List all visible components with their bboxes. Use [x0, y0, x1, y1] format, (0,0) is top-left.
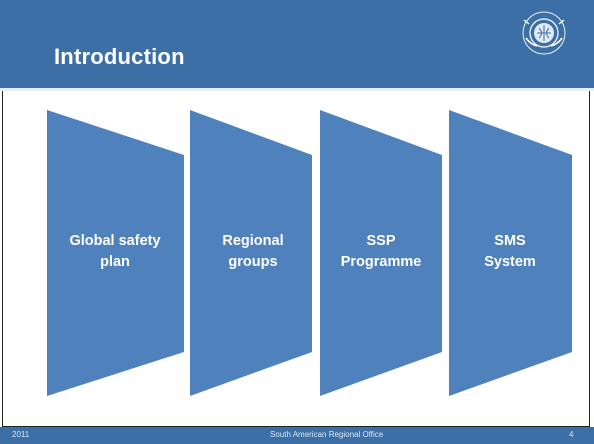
stage-label-line: SSP — [366, 233, 396, 249]
stage-label-regional-groups: Regional groups — [193, 231, 313, 273]
title-bar: Introduction — [0, 0, 594, 91]
stage-label-line: Regional — [222, 233, 284, 249]
stage-label-global-safety-plan: Global safety plan — [55, 231, 175, 273]
footer-year: 2011 — [12, 430, 30, 439]
stage-label-line: Programme — [340, 254, 422, 270]
stage-shape-sms-system — [449, 110, 572, 396]
stage-label-line: plan — [100, 254, 130, 270]
stage-label-line: Global safety — [69, 233, 161, 249]
footer-bar: 2011 South American Regional Office 4 — [0, 427, 594, 444]
stage-shape-global-safety-plan — [47, 110, 184, 396]
icao-emblem-icon — [522, 11, 566, 55]
stage-shape-ssp-programme — [320, 110, 442, 396]
content-frame — [2, 91, 590, 427]
stage-label-sms-system: SMS System — [450, 231, 570, 273]
footer-page-number: 4 — [569, 430, 574, 439]
stage-label-line: System — [484, 254, 536, 270]
stage-label-line: SMS — [494, 233, 526, 249]
stage-label-line: groups — [228, 254, 278, 270]
stage-label-ssp-programme: SSP Programme — [321, 231, 441, 273]
stage-shape-regional-groups — [190, 110, 312, 396]
slide-title: Introduction — [54, 44, 185, 69]
footer-office: South American Regional Office — [270, 430, 384, 439]
